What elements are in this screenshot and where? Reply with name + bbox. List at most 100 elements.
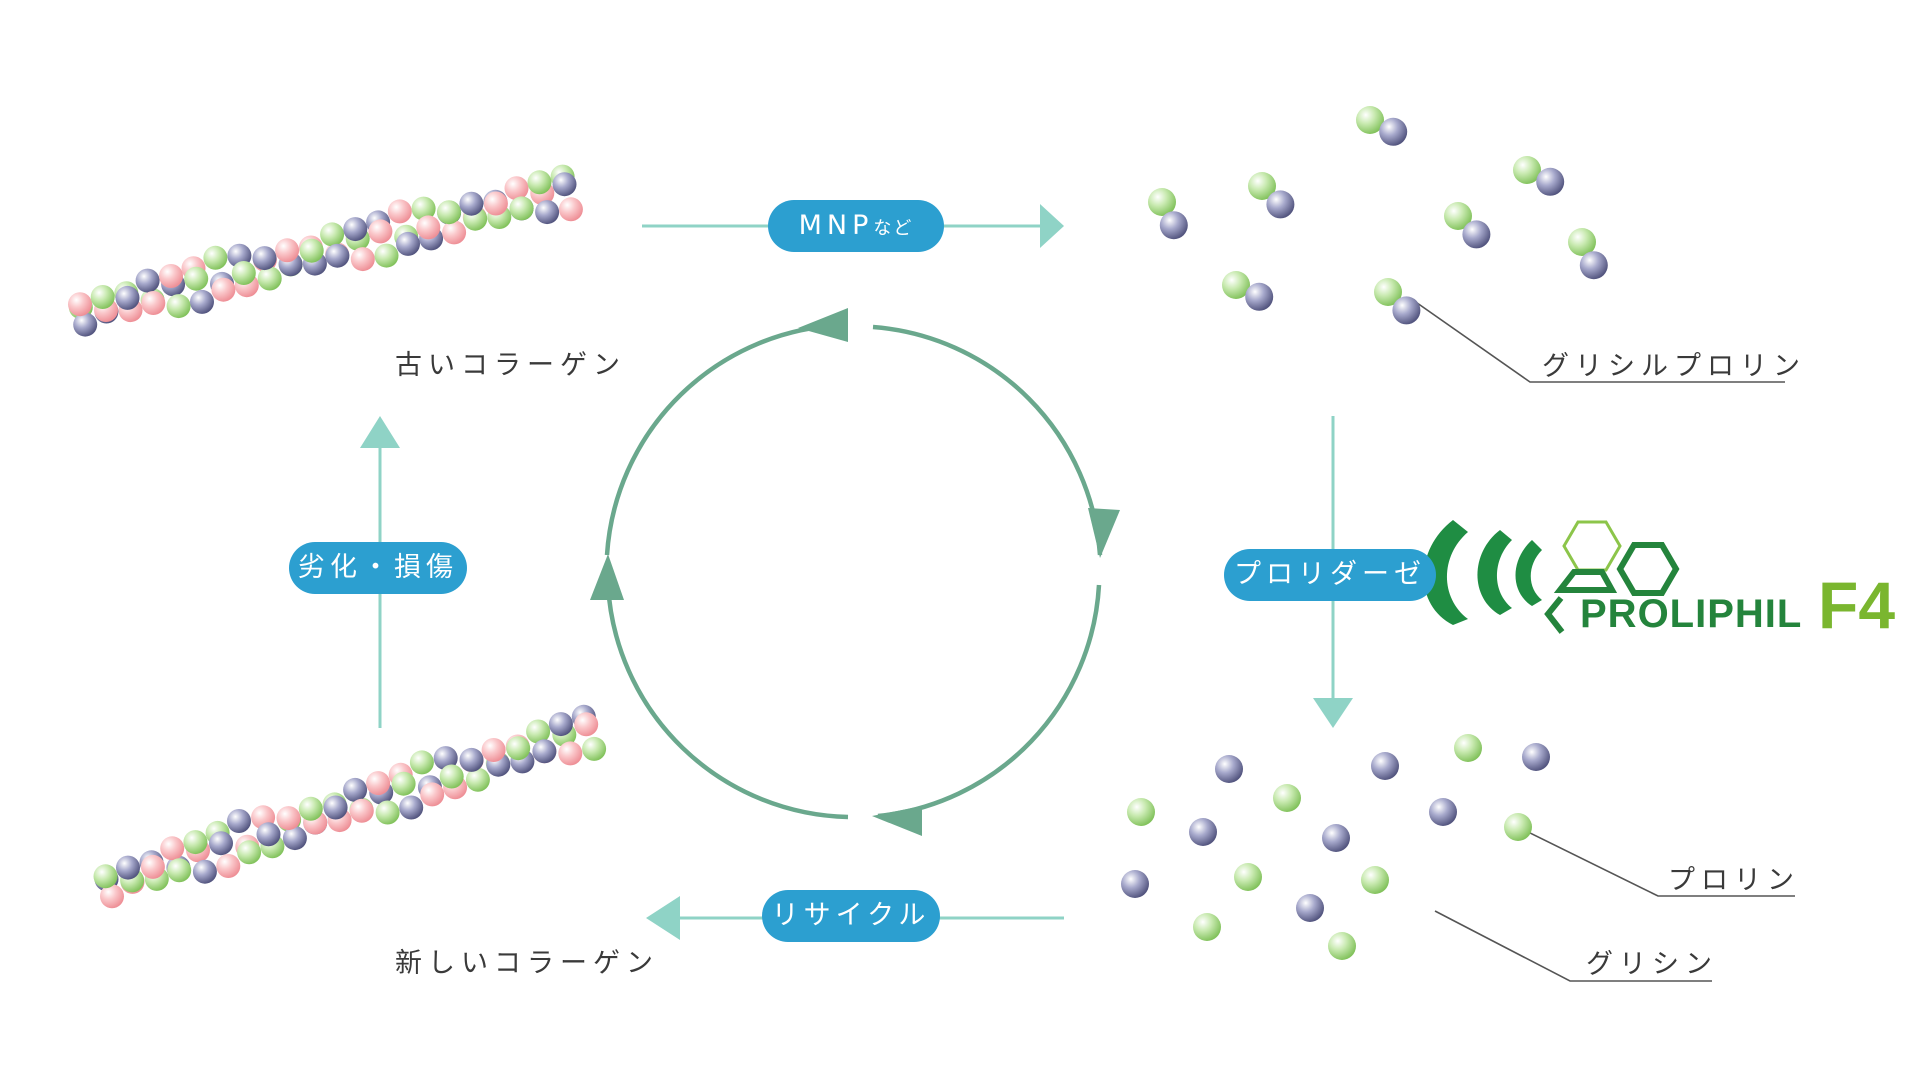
proline-bead	[535, 200, 560, 225]
glycine-bead	[465, 767, 490, 792]
mnp-pill-sub: など	[873, 218, 914, 239]
glycine-bead	[437, 200, 461, 225]
glycine-bead	[90, 285, 115, 309]
hydroxyproline-bead	[160, 836, 185, 861]
glycine-bead	[184, 266, 209, 291]
proline-bead	[1266, 190, 1295, 219]
proline-bead	[1379, 117, 1408, 146]
hydroxyproline-bead	[276, 806, 301, 831]
proline-bead	[115, 285, 140, 310]
proline-bead	[433, 746, 458, 771]
glycine-bead	[1356, 106, 1384, 134]
glycine-bead	[391, 771, 416, 796]
glycine-bead	[375, 800, 400, 825]
glycine-bead	[231, 261, 256, 285]
signal-wave-icon	[1423, 520, 1542, 625]
glycine-bead	[582, 736, 607, 761]
mnp-pill-main: MNP	[798, 210, 874, 241]
glycine-bead	[1328, 932, 1356, 960]
hydroxyproline-bead	[216, 854, 241, 878]
proline-bead	[343, 777, 368, 802]
proline-bead	[1121, 870, 1149, 898]
proline-bead	[532, 739, 557, 764]
glycine-leader	[1434, 910, 1712, 982]
proline-bead	[1392, 296, 1421, 325]
glycine-bead	[1444, 202, 1472, 230]
proliphil-logo-text: PROLIPHIL	[1580, 592, 1803, 636]
hydroxyproline-bead	[574, 712, 599, 737]
glycine-bead	[320, 222, 345, 247]
glycine-bead	[93, 864, 118, 889]
hydroxyproline-bead	[483, 191, 508, 216]
proline-bead	[1159, 211, 1188, 240]
old-collagen-label: 古いコラーゲン	[395, 350, 626, 381]
hydroxyproline-bead	[68, 292, 92, 317]
proline-bead	[73, 312, 98, 337]
deterioration-pill: 劣化・損傷	[289, 542, 467, 594]
new-collagen-label: 新しいコラーゲン	[395, 948, 659, 979]
proline-bead	[396, 231, 420, 256]
hydroxyproline-bead	[368, 219, 393, 244]
hydroxyproline-bead	[349, 798, 374, 823]
glycylproline-leader	[1409, 297, 1785, 383]
hydroxyproline-bead	[275, 238, 300, 263]
proline-bead	[282, 826, 307, 851]
hydroxyproline-bead	[211, 277, 236, 302]
hydroxyproline-bead	[420, 782, 445, 807]
glycine-bead	[167, 858, 192, 883]
glycine-bead	[183, 830, 208, 855]
proline-bead	[325, 243, 350, 268]
glycine-bead	[1504, 813, 1532, 841]
glycine-bead	[1248, 172, 1276, 200]
glycine-bead	[1273, 784, 1301, 812]
glycine-bead	[1148, 188, 1176, 216]
glycine-bead	[1193, 913, 1221, 941]
proline-bead	[227, 809, 251, 833]
glycine-bead	[237, 840, 262, 865]
glycine-bead	[1513, 156, 1541, 184]
glycine-bead	[439, 764, 464, 789]
recycle-cycle	[604, 322, 1103, 820]
hydroxyproline-bead	[387, 199, 412, 224]
proline-bead	[1429, 798, 1457, 826]
proline-bead	[323, 795, 348, 820]
proliphil-logo-mark	[1544, 520, 1680, 634]
glycine-bead	[527, 170, 552, 195]
hydroxyproline-bead	[366, 771, 391, 796]
hydroxyproline-bead	[481, 738, 506, 762]
hydroxyproline-bead	[159, 264, 183, 288]
glycine-bead	[411, 196, 436, 221]
hydroxyproline-bead	[140, 854, 165, 879]
hydroxyproline-bead	[100, 884, 124, 909]
glycine-bead	[166, 294, 191, 319]
glycine-bead	[1374, 278, 1402, 306]
proline-bead	[1522, 743, 1550, 771]
proline-bead	[190, 289, 214, 314]
proline-bead	[459, 747, 484, 772]
glycine-bead	[1361, 866, 1389, 894]
proline-bead	[209, 831, 233, 856]
hydroxyproline-bead	[141, 291, 166, 315]
glycine-bead	[506, 736, 531, 761]
proliphil-logo-f4: F4	[1818, 568, 1896, 642]
glycine-bead	[1222, 271, 1250, 299]
glycine-bead	[1127, 798, 1155, 826]
hydroxyproline-bead	[558, 197, 583, 222]
hydroxyproline-bead	[442, 220, 467, 245]
proline-bead	[1462, 220, 1491, 249]
glycine-bead	[409, 750, 434, 775]
proline-bead	[135, 268, 160, 293]
hydroxyproline-bead	[350, 247, 375, 272]
proline-bead	[1189, 818, 1217, 846]
glycine-bead	[374, 243, 399, 268]
glycine-label: グリシン	[1586, 949, 1718, 980]
proline-bead	[1296, 894, 1324, 922]
proline-bead	[1371, 752, 1399, 780]
proline-bead	[1579, 251, 1608, 280]
hydroxyproline-bead	[416, 215, 441, 240]
glycine-bead	[299, 238, 324, 263]
molecule-beads	[68, 106, 1608, 960]
proline-bead	[192, 859, 217, 884]
